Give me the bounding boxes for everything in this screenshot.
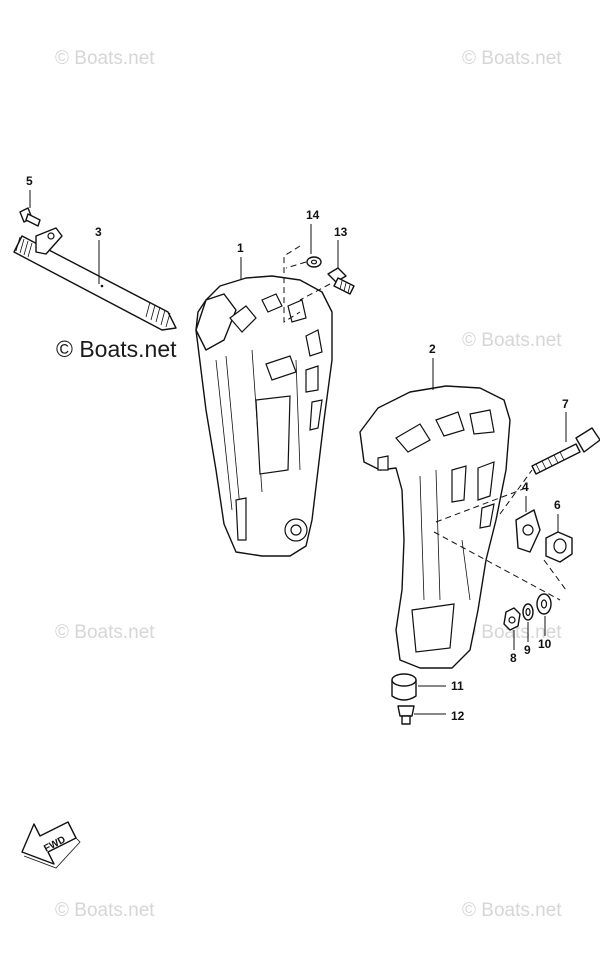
alignment-lines	[283, 245, 567, 601]
part-5-bolt[interactable]	[19, 207, 41, 227]
callout-13: 13	[334, 225, 348, 239]
watermark-bottom-left: © Boats.net	[55, 900, 155, 921]
part-1-clamp-bracket[interactable]	[195, 275, 333, 557]
part-4-tab-plate[interactable]	[515, 509, 541, 553]
callout-5: 5	[26, 174, 33, 188]
callout-9: 9	[524, 643, 531, 657]
watermark-top-right: © Boats.net	[462, 48, 562, 69]
watermark-lower-right: © Boats.net	[462, 622, 562, 643]
part-9-washer[interactable]	[522, 603, 534, 621]
watermark-top-left: © Boats.net	[55, 48, 155, 69]
callout-6: 6	[554, 498, 561, 512]
callout-4: 4	[522, 480, 529, 494]
part-10-washer[interactable]	[536, 593, 552, 615]
callout-2: 2	[429, 342, 436, 356]
part-3-shaft[interactable]	[13, 227, 177, 331]
part-2-clamp-bracket[interactable]	[359, 385, 511, 669]
part-14-washer[interactable]	[306, 256, 322, 268]
part-8-nut[interactable]	[503, 607, 521, 631]
callout-7: 7	[562, 397, 569, 411]
watermark-mid-right: © Boats.net	[462, 330, 562, 351]
watermark-bottom-right: © Boats.net	[462, 900, 562, 921]
watermark-main: © Boats.net	[56, 336, 177, 362]
part-13-bolt[interactable]	[327, 267, 355, 295]
part-6-nut[interactable]	[545, 531, 573, 563]
callout-14: 14	[306, 208, 320, 222]
callout-11: 11	[451, 679, 464, 693]
part-12-screw[interactable]	[397, 705, 415, 725]
callout-12: 12	[451, 709, 465, 723]
callout-10: 10	[538, 637, 552, 651]
fwd-arrow: FWD	[21, 821, 81, 869]
leader-lines	[29, 190, 567, 715]
callout-3: 3	[95, 225, 102, 239]
callout-8: 8	[510, 651, 517, 665]
part-11-rubber-mount[interactable]	[391, 673, 417, 701]
callout-1: 1	[237, 241, 244, 255]
part-7-bolt[interactable]	[531, 427, 600, 475]
watermark-lower-left: © Boats.net	[55, 622, 155, 643]
callout-labels: 1 2 3 4 5 6 7 8 9 10 11 12 13 14	[26, 174, 569, 723]
